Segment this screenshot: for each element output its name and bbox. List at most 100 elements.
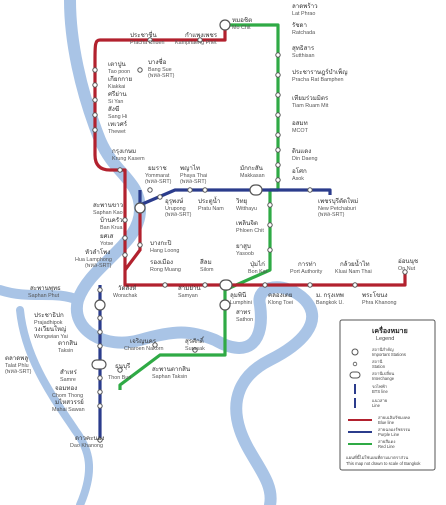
station-chom-thong[interactable] <box>97 389 103 395</box>
station-dao-khanong[interactable] <box>97 437 103 443</box>
label-kamphaeng-en: Kamphaeng Phet <box>175 40 217 46</box>
station-asok[interactable] <box>275 177 281 183</box>
station-phloen-chit[interactable] <box>267 222 273 228</box>
label-sathon-th: สาทร <box>236 309 251 316</box>
station-pratu-nam[interactable] <box>202 187 208 193</box>
station-yasoob[interactable] <box>267 247 273 253</box>
label-thewet-en: Thewet <box>108 129 126 135</box>
label-worachak-en: Worachak <box>113 293 137 299</box>
station-thiam-ruam-mit[interactable] <box>275 132 281 138</box>
legend-item-0-th: สถานีสำคัญ <box>372 347 394 352</box>
legend-interchange-icon <box>349 371 361 379</box>
station-yotse[interactable] <box>122 235 128 241</box>
interchange-saphan-khao[interactable] <box>134 202 146 214</box>
label-tao-poon-th: เตาปูน <box>108 61 127 68</box>
station-surasak[interactable] <box>192 347 198 353</box>
label-si-yan-en: Si Yan <box>108 99 123 105</box>
label-saphan-phut-en: Saphan Phut <box>28 293 60 299</box>
station-ratchada[interactable] <box>275 72 281 78</box>
station-urupong[interactable] <box>157 194 163 200</box>
label-rong-muang-th: รองเมือง <box>150 258 173 266</box>
legend-item-1-en: Station <box>372 364 386 369</box>
station-krung-kasem[interactable] <box>117 167 123 173</box>
label-bangkok-u-en: Bangkok U. <box>316 300 344 306</box>
station-si-yan[interactable] <box>92 97 98 103</box>
label-port-authority-en: Port Authority <box>290 269 323 275</box>
station-charoen-nakorn[interactable] <box>152 342 158 348</box>
station-din-daeng[interactable] <box>275 162 281 168</box>
label-samyan-en: Samyan <box>178 293 198 299</box>
label-phaya-thai-en: Phaya Thai <box>180 173 207 179</box>
station-taksin[interactable] <box>97 343 103 349</box>
label-yasoob-th: ยาสูบ <box>236 243 251 250</box>
station-witthayu[interactable] <box>267 202 273 208</box>
legend-note-en: This map not drawn to scale of Bangkok <box>346 461 421 466</box>
station-kluai-nam-thai[interactable] <box>352 282 358 288</box>
station-bon-kai[interactable] <box>262 282 268 288</box>
station-tao-poon[interactable] <box>92 67 98 73</box>
label-worachak-th: วัดสิงห์ <box>118 284 136 292</box>
interchange-worachak[interactable] <box>94 299 106 311</box>
label-klong-toei-th: คลองเตย <box>268 292 293 299</box>
label-hua-lamphong-en2: (พหล-SRT) <box>85 263 112 269</box>
station-mahai-sawan[interactable] <box>97 403 103 409</box>
station-thon-buri[interactable] <box>117 367 123 373</box>
station-pracha-rat[interactable] <box>275 112 281 118</box>
interchange-mo-chit[interactable] <box>219 19 231 31</box>
legend-item-3-en: BTS line <box>372 389 388 394</box>
label-bang-sue-th: บางซื่อ <box>148 58 167 66</box>
interchange-lumphini[interactable] <box>219 279 233 291</box>
label-ban-krua-th: บ้านครัว <box>100 216 123 224</box>
station-silom[interactable] <box>202 282 208 288</box>
station-sutthisan[interactable] <box>275 92 281 98</box>
label-kluai-th: กล้วยน้ำไท <box>340 259 370 268</box>
station-yommarat[interactable] <box>147 187 153 193</box>
label-saphan-khao-en: Saphan Kao <box>93 210 123 216</box>
label-pratu-nam-th: ประตูน้ำ <box>198 196 220 205</box>
label-krung-kasem-th: กรุงเกษม <box>112 148 136 155</box>
interchange-makkasan[interactable] <box>249 184 263 196</box>
station-samre[interactable] <box>97 375 103 381</box>
interchange-sathon[interactable] <box>219 299 231 311</box>
station-on-nut[interactable] <box>402 269 408 275</box>
label-ratchada-th: รัชดา <box>292 22 307 29</box>
label-lat-phrao-en: Lat Phrao <box>292 11 315 17</box>
station-sang-hi[interactable] <box>92 112 98 118</box>
legend-item-4-th: แนวสาย <box>372 398 388 403</box>
line-red <box>93 25 407 287</box>
station-bang-sue[interactable] <box>137 67 143 73</box>
label-phloen-chit-en: Phloen Chit <box>236 228 264 234</box>
station-kiakkai[interactable] <box>92 82 98 88</box>
label-sang-hi-th: สังฆี <box>108 105 120 113</box>
station-phaya-thai[interactable] <box>187 187 193 193</box>
label-pracha-rat-th: ประชาราษฎร์บำเพ็ญ <box>292 67 347 76</box>
interchange-talat-phlu[interactable] <box>91 359 107 370</box>
legend-item-2-th: สถานีเปลี่ยน <box>372 370 394 376</box>
label-yommarat-en: Yommarat <box>145 173 170 179</box>
station-hua-lamphong[interactable] <box>122 252 128 258</box>
station-prajadhipok[interactable] <box>97 315 103 321</box>
legend-note-th: แผนที่นี้ไม่ใช่แผนที่ตามมาตราส่วน <box>346 454 408 460</box>
station-port-authority[interactable] <box>307 282 313 288</box>
station-lat-phrao[interactable] <box>275 52 281 58</box>
station-mcot[interactable] <box>275 147 281 153</box>
label-port-authority-th: การท่า <box>298 261 316 268</box>
station-hang-loong[interactable] <box>137 242 143 248</box>
station-kamphaeng-phet[interactable] <box>197 37 203 43</box>
label-kluai-en: Kluai Nam Thai <box>335 269 372 275</box>
label-ratchada-en: Ratchada <box>292 30 315 36</box>
legend-title-th: เครื่องหมาย <box>372 325 408 335</box>
station-new-phetchaburi[interactable] <box>307 187 313 193</box>
label-saphan-khao-th: สะพานขาว <box>93 202 123 209</box>
station-ban-krua[interactable] <box>122 217 128 223</box>
legend-title-en: Legend <box>376 336 394 342</box>
label-chom-thong-th: จอมทอง <box>55 385 77 392</box>
station-wongwian-yai[interactable] <box>97 329 103 335</box>
label-talat-phlu-en2: (พหล-SRT) <box>5 369 32 375</box>
station-pracha-chuen[interactable] <box>147 37 153 43</box>
station-rong-muang[interactable] <box>162 282 168 288</box>
station-thewet[interactable] <box>92 127 98 133</box>
station-saphan-phut[interactable] <box>97 287 103 293</box>
label-saphan-taksin-th: สะพานตากสิน <box>152 366 191 373</box>
label-yommarat-en2: (พหล-SRT) <box>145 179 172 185</box>
